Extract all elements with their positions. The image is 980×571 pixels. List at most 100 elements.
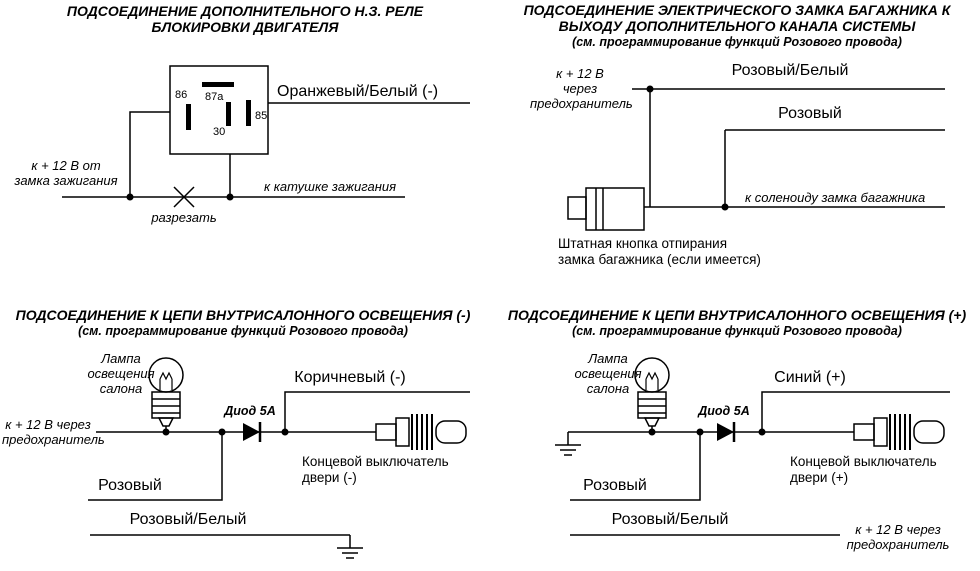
q1-supply-label: к + 12 В от замка зажигания	[8, 158, 124, 188]
junction-dot	[126, 193, 134, 201]
q4-diode-triangle	[717, 423, 734, 441]
q4-fuse-line1: к + 12 В через	[855, 522, 941, 537]
q3-switch-caption-line1: Концевой выключатель	[302, 454, 449, 469]
switch-threads	[411, 414, 433, 450]
relay-pin-bar-85	[246, 100, 251, 126]
q2-solenoid-label: к соленоиду замка багажника	[745, 190, 926, 205]
q2-pink-label: Розовый	[778, 105, 842, 122]
q2-pink-white-label: Розовый/Белый	[731, 62, 849, 79]
q4-fuse-label: к + 12 В через предохранитель	[845, 522, 951, 552]
q4-pink-white-label: Розовый/Белый	[611, 511, 729, 528]
relay-pin-87a-label: 87a	[205, 91, 224, 103]
q3-wire-pink	[88, 432, 223, 501]
q3-switch-caption: Концевой выключатель двери (-)	[302, 454, 449, 485]
q3-title: ПОДСОЕДИНЕНИЕ К ЦЕПИ ВНУТРИСАЛОННОГО ОСВ…	[10, 307, 476, 339]
relay-pin-30-label: 30	[213, 126, 226, 138]
junction-dot	[696, 428, 704, 436]
q2-button-caption-line2: замка багажника (если имеется)	[558, 251, 761, 267]
q2-fuse-line1: к + 12 В	[556, 66, 604, 81]
switch-threads	[889, 414, 911, 450]
relay-pin-bar-30	[226, 102, 231, 126]
junction-dot	[648, 428, 656, 436]
q4-pink-label: Розовый	[583, 477, 647, 494]
q2-trunk-circuit	[567, 85, 945, 231]
q4-blue-label: Синий (+)	[774, 369, 846, 386]
q1-supply-line2: замка зажигания	[14, 173, 118, 188]
q3-fuse-line2: предохранитель	[2, 432, 105, 447]
q2-junction-dots	[646, 85, 729, 211]
junction-dot	[281, 428, 289, 436]
wire-relay-86	[129, 111, 170, 197]
q4-ground-symbol	[555, 432, 581, 456]
q1-wire-orange-white-label: Оранжевый/Белый (-)	[277, 83, 439, 100]
q3-fuse-label: к + 12 В через предохранитель	[2, 417, 105, 447]
q3-lamp-filament	[159, 371, 173, 390]
relay-pin-bar-86	[186, 104, 191, 130]
q3-pink-label: Розовый	[98, 477, 162, 494]
q4-lamp-base-threads	[638, 398, 666, 414]
q3-interior-light-neg	[88, 357, 470, 559]
q3-ground-symbol	[337, 535, 363, 559]
q1-relay-circuit	[62, 65, 470, 208]
q3-title-line1: ПОДСОЕДИНЕНИЕ К ЦЕПИ ВНУТРИСАЛОННОГО ОСВ…	[15, 307, 471, 323]
switch-connector	[853, 423, 875, 441]
q2-title-line1: ПОДСОЕДИНЕНИЕ ЭЛЕКТРИЧЕСКОГО ЗАМКА БАГАЖ…	[523, 2, 951, 18]
q4-switch-caption-line2: двери (+)	[790, 469, 849, 485]
relay-pin-86-label: 86	[175, 89, 188, 101]
q4-lamp-label-line3: салона	[586, 381, 630, 396]
q4-title-line2: (см. программирование функций Розового п…	[572, 324, 902, 338]
q1-title-line1: ПОДСОЕДИНЕНИЕ ДОПОЛНИТЕЛЬНОГО Н.З. РЕЛЕ	[66, 3, 424, 19]
q3-diode-label: Диод 5А	[224, 404, 276, 418]
q1-junction-dots	[126, 193, 234, 201]
junction-dot	[226, 193, 234, 201]
junction-dot	[218, 428, 226, 436]
q4-door-switch	[853, 414, 945, 450]
q3-junction-dots	[162, 428, 289, 436]
relay-pin-85-label: 85	[255, 110, 268, 122]
q4-lamp-label: Лампа освещения салона	[572, 351, 644, 396]
q2-fuse-line2: через	[562, 81, 598, 96]
q1-cut-label: разрезать	[151, 210, 217, 225]
relay-pin-bar-87a	[202, 82, 234, 87]
q3-brown-label: Коричневый (-)	[294, 369, 406, 386]
q2-title: ПОДСОЕДИНЕНИЕ ЭЛЕКТРИЧЕСКОГО ЗАМКА БАГАЖ…	[500, 2, 974, 50]
q2-title-line2: ВЫХОДУ ДОПОЛНИТЕЛЬНОГО КАНАЛА СИСТЕМЫ	[558, 18, 916, 34]
q3-title-line2: (см. программирование функций Розового п…	[78, 324, 408, 338]
q4-lamp-label-line1: Лампа	[588, 351, 628, 366]
q3-lamp-label-line1: Лампа	[101, 351, 141, 366]
cut-x-mark	[173, 186, 195, 208]
wire-blue	[761, 391, 950, 432]
q3-diode-triangle	[243, 423, 260, 441]
trunk-button-flange-lines	[595, 188, 604, 230]
q2-fuse-line3: предохранитель	[530, 96, 633, 111]
q3-lamp-label-line3: салона	[99, 381, 143, 396]
q4-title-line1: ПОДСОЕДИНЕНИЕ К ЦЕПИ ВНУТРИСАЛОННОГО ОСВ…	[507, 307, 967, 323]
q4-title: ПОДСОЕДИНЕНИЕ К ЦЕПИ ВНУТРИСАЛОННОГО ОСВ…	[500, 307, 974, 339]
q1-title-line2: БЛОКИРОВКИ ДВИГАТЕЛЯ	[151, 19, 339, 35]
switch-flange	[395, 417, 410, 447]
q4-wire-pink	[570, 432, 701, 501]
trunk-button-plunger	[567, 196, 587, 220]
q4-switch-caption: Концевой выключатель двери (+)	[790, 454, 937, 485]
q3-lamp-base-threads	[152, 398, 180, 414]
q3-pink-white-label: Розовый/Белый	[129, 511, 247, 528]
junction-dot	[162, 428, 170, 436]
switch-plunger-cap	[913, 420, 945, 444]
q3-lamp-label: Лампа освещения салона	[85, 351, 157, 396]
junction-dot	[721, 203, 729, 211]
q4-interior-light-pos	[555, 357, 950, 536]
q3-switch-caption-line2: двери (-)	[302, 469, 357, 485]
trunk-button-body	[585, 187, 645, 231]
switch-flange	[873, 417, 888, 447]
wire-brown	[284, 391, 470, 432]
q2-button-caption-line1: Штатная кнопка отпирания	[558, 236, 728, 251]
q1-title: ПОДСОЕДИНЕНИЕ ДОПОЛНИТЕЛЬНОГО Н.З. РЕЛЕ …	[20, 3, 470, 35]
q4-fuse-line2: предохранитель	[846, 537, 950, 552]
junction-dot	[758, 428, 766, 436]
q4-junction-dots	[648, 428, 766, 436]
q1-supply-line1: к + 12 В от	[31, 158, 101, 173]
q2-button-caption: Штатная кнопка отпирания замка багажника…	[558, 236, 761, 267]
q3-fuse-line1: к + 12 В через	[5, 417, 91, 432]
